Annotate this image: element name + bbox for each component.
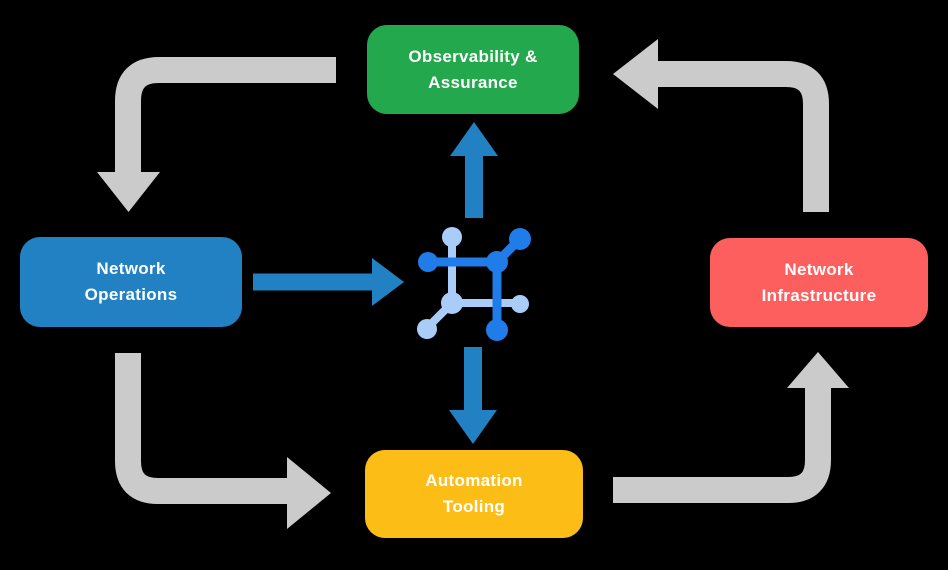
arrowhead-down-to-operations: [97, 172, 160, 212]
arrow-tooling-to-infrastructure: [613, 387, 831, 503]
arrow-infrastructure-to-observability: [657, 61, 829, 212]
center-flow-arrowheads: [372, 122, 498, 444]
node-observability-label: Observability & Assurance: [408, 46, 538, 92]
arrowhead-right-to-tooling: [287, 457, 331, 529]
arrowhead-left-to-observability: [613, 39, 658, 109]
network-automation-icon: [417, 227, 531, 341]
arrow-operations-to-tooling: [115, 353, 288, 504]
node-automation-tooling: Automation Tooling: [365, 450, 583, 538]
node-network-infrastructure: Network Infrastructure: [710, 238, 928, 327]
arrowhead-up-to-infrastructure: [787, 352, 849, 388]
node-operations-label: Network Operations: [84, 259, 178, 304]
icon-dark-nodes: [418, 228, 531, 341]
arrowhead-down-to-tooling: [449, 410, 497, 444]
arrow-observability-to-operations: [115, 57, 336, 174]
node-infrastructure-label: Network Infrastructure: [761, 259, 877, 305]
cycle-arrowheads: [97, 39, 849, 529]
arrowhead-right-to-center-icon: [372, 258, 404, 306]
icon-light-nodes: [417, 227, 529, 339]
arrowhead-up-to-observability: [450, 122, 498, 156]
node-tooling-label: Automation Tooling: [425, 471, 523, 516]
node-observability-assurance: Observability & Assurance: [367, 25, 579, 114]
center-flow-arrows: [253, 153, 483, 412]
cycle-arrows: [115, 57, 831, 504]
node-network-operations: Network Operations: [20, 237, 242, 327]
